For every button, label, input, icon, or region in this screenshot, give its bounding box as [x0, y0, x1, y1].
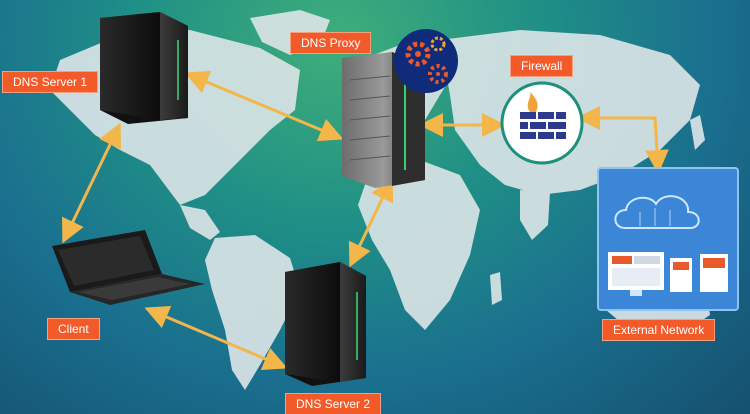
- label-client: Client: [47, 318, 100, 340]
- label-firewall: Firewall: [510, 55, 574, 77]
- gears-icon: [394, 29, 458, 93]
- label-dns-server-2: DNS Server 2: [285, 393, 382, 414]
- link-client-dns2: [144, 305, 288, 371]
- firewall-icon: [500, 81, 584, 165]
- link-dns1-client: [62, 122, 121, 244]
- server-tower-icon-dns-1: [100, 12, 188, 124]
- label-external-network: External Network: [602, 319, 716, 341]
- link-dns1-proxy: [184, 70, 344, 142]
- label-dns-proxy: DNS Proxy: [290, 32, 372, 54]
- laptop-icon-client: [52, 230, 205, 305]
- server-tower-icon-dns-2: [285, 262, 366, 386]
- label-dns-server-1: DNS Server 1: [2, 71, 99, 93]
- link-dns2-proxy: [348, 176, 394, 268]
- link-firewall-external: [576, 106, 669, 174]
- external-network-icon: [597, 167, 739, 311]
